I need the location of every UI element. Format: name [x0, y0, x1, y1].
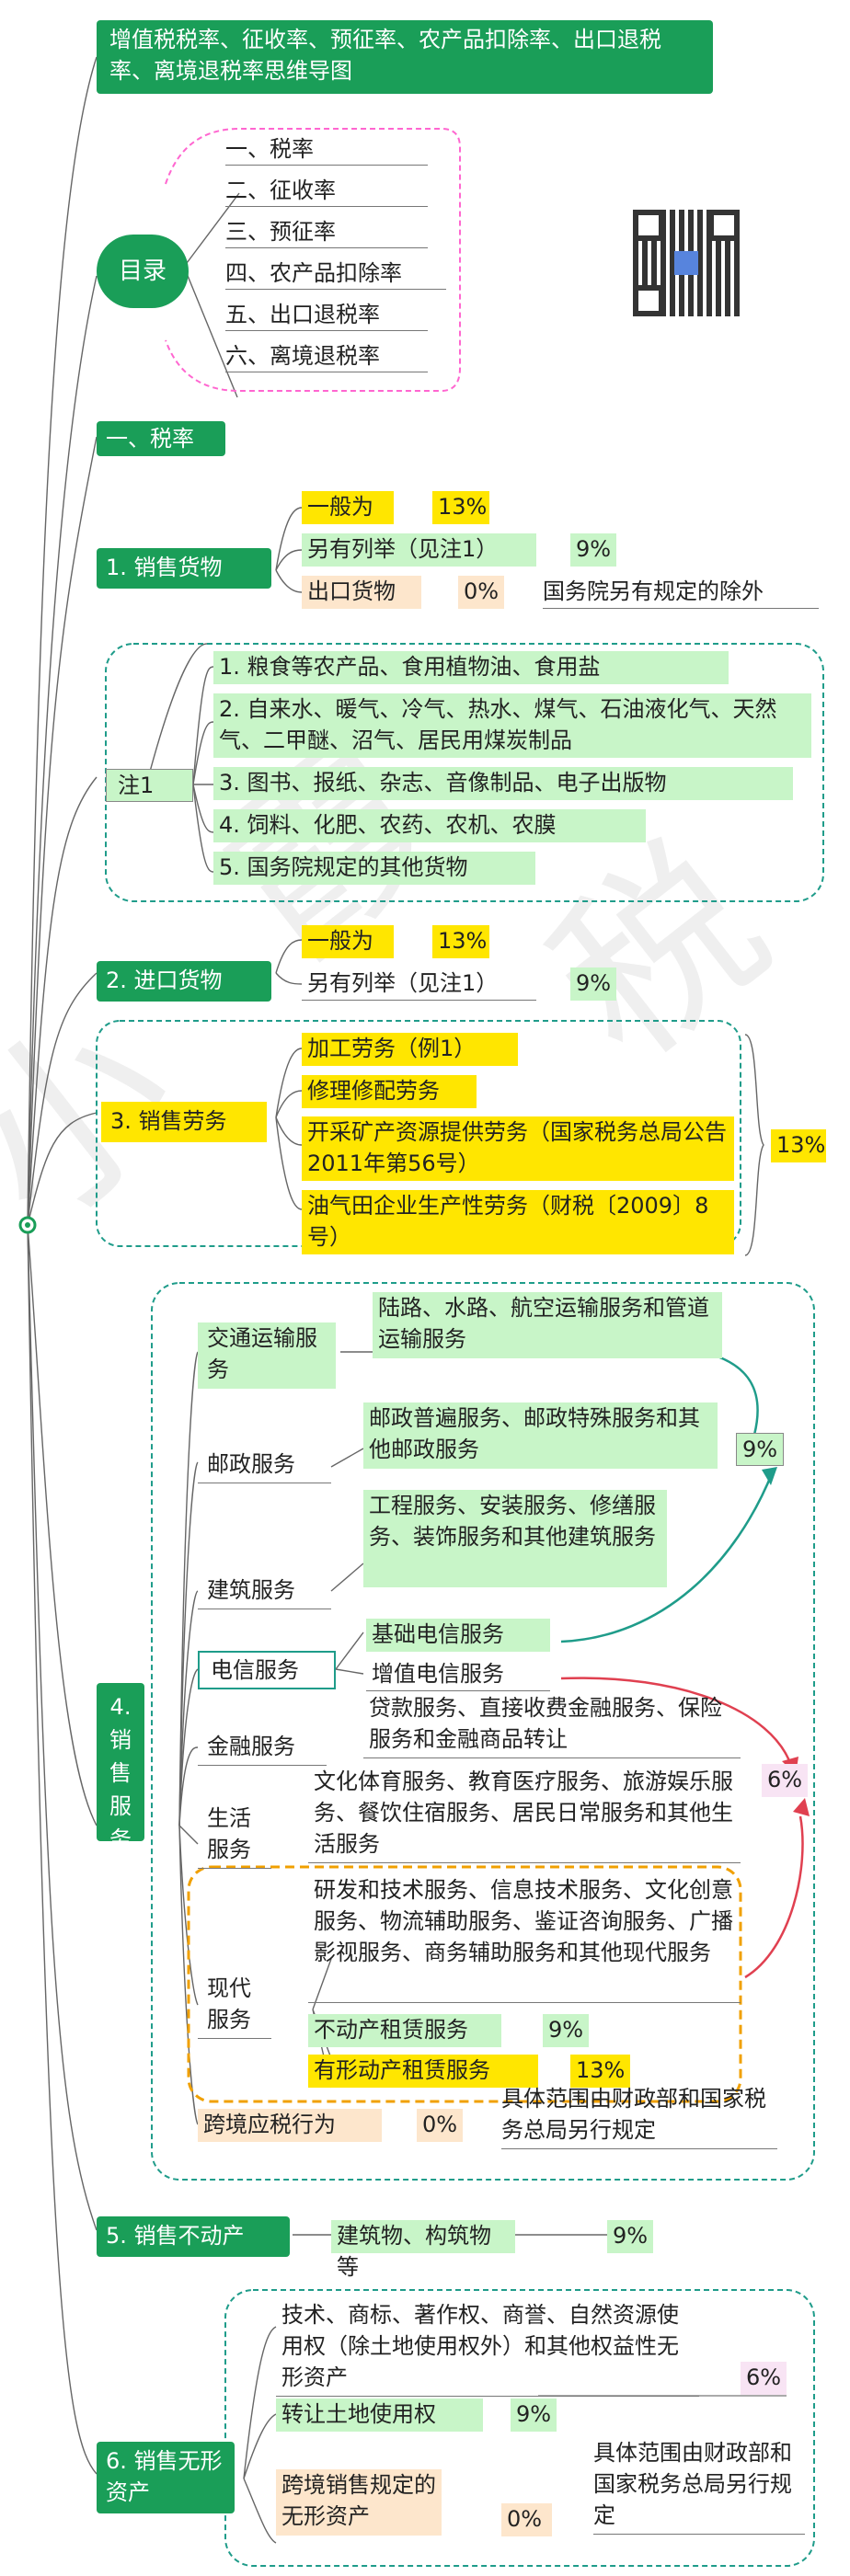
import-other-rate: 9%	[570, 967, 616, 1001]
toc-item[interactable]: 四、农产品扣除率	[225, 258, 446, 290]
services-label: 4. 销售服务	[109, 1694, 132, 1852]
services-node[interactable]: 4. 销售服务	[97, 1683, 144, 1852]
toc-node[interactable]: 目录	[97, 235, 189, 308]
modern-label[interactable]: 现代服务	[198, 1973, 271, 2039]
transport-label[interactable]: 交通运输服务	[198, 1322, 336, 1389]
note1-item: 5. 国务院规定的其他货物	[213, 852, 535, 885]
toc-item[interactable]: 六、离境退税率	[225, 340, 428, 372]
note1-item: 4. 饲料、化肥、农药、农机、农膜	[213, 809, 646, 842]
goods-export-note: 国务院另有规定的除外	[543, 576, 819, 609]
toc-item[interactable]: 二、征收率	[225, 175, 428, 207]
construction-label[interactable]: 建筑服务	[198, 1574, 331, 1609]
goods-general-rate: 13%	[432, 491, 489, 524]
goods-other-label: 另有列举（见注1）	[302, 533, 536, 567]
note1-label[interactable]: 注1	[106, 769, 193, 802]
labor-item: 修理修配劳务	[302, 1075, 477, 1108]
land-use-rate: 9%	[511, 2399, 557, 2432]
tangible-lease-rate: 13%	[570, 2055, 630, 2088]
realestate-lease-label: 不动产租赁服务	[308, 2014, 501, 2047]
intangible-cross-label: 跨境销售规定的无形资产	[276, 2469, 442, 2536]
land-use-label: 转让土地使用权	[276, 2399, 483, 2432]
telecom-label[interactable]: 电信服务	[198, 1651, 336, 1689]
labor-item: 加工劳务（例1）	[302, 1033, 518, 1066]
services-cross-label: 跨境应税行为	[198, 2109, 382, 2142]
life-desc: 文化体育服务、教育医疗服务、旅游娱乐服务、餐饮住宿服务、居民日常服务和其他生活服…	[308, 1766, 741, 1863]
realestate-desc: 建筑物、构筑物等	[331, 2220, 515, 2280]
postal-label[interactable]: 邮政服务	[198, 1448, 331, 1483]
intangible-rate-6: 6%	[741, 2362, 787, 2395]
rate-9-services: 9%	[736, 1433, 784, 1466]
toc-item[interactable]: 一、税率	[225, 133, 428, 166]
rate-6-services: 6%	[762, 1764, 808, 1797]
labor-item: 开采矿产资源提供劳务（国家税务总局公告2011年第56号）	[302, 1116, 734, 1181]
services-cross-note: 具体范围由财政部和国家税务总局另行规定	[501, 2083, 777, 2149]
labor-rate: 13%	[771, 1129, 826, 1162]
toc-label: 目录	[118, 258, 167, 285]
intangible-desc: 技术、商标、著作权、商誉、自然资源使用权（除土地使用权外）和其他权益性无形资产	[276, 2299, 699, 2397]
note1-item: 1. 粮食等农产品、食用植物油、食用盐	[213, 651, 729, 684]
goods-node[interactable]: 1. 销售货物	[97, 548, 271, 589]
import-other-label: 另有列举（见注1）	[302, 967, 536, 1001]
finance-desc: 贷款服务、直接收费金融服务、保险服务和金融商品转让	[363, 1692, 741, 1758]
qr-code	[633, 210, 740, 316]
realestate-lease-rate: 9%	[543, 2014, 589, 2047]
finance-label[interactable]: 金融服务	[198, 1731, 327, 1766]
section-tax-rate[interactable]: 一、税率	[97, 421, 225, 456]
telecom-basic: 基础电信服务	[366, 1619, 550, 1652]
intangible-cross-rate: 0%	[501, 2503, 552, 2536]
construction-desc: 工程服务、安装服务、修缮服务、装饰服务和其他建筑服务	[363, 1490, 667, 1587]
goods-general-label: 一般为	[302, 491, 394, 524]
import-general-label: 一般为	[302, 925, 394, 958]
toc-item[interactable]: 五、出口退税率	[225, 299, 428, 331]
life-label[interactable]: 生活服务	[198, 1803, 271, 1869]
note1-item: 2. 自来水、暖气、冷气、热水、煤气、石油液化气、天然气、二甲醚、沼气、居民用煤…	[213, 693, 811, 758]
telecom-value: 增值电信服务	[366, 1658, 550, 1691]
goods-export-label: 出口货物	[302, 576, 421, 609]
realestate-rate: 9%	[607, 2220, 653, 2253]
note1-item: 3. 图书、报纸、杂志、音像制品、电子出版物	[213, 767, 793, 800]
page-title: 增值税税率、征收率、预征率、农产品扣除率、出口退税率、离境退税率思维导图	[97, 20, 713, 94]
transport-desc: 陆路、水路、航空运输服务和管道运输服务	[373, 1292, 722, 1358]
import-general-rate: 13%	[432, 925, 489, 958]
realestate-node[interactable]: 5. 销售不动产	[97, 2216, 290, 2257]
postal-desc: 邮政普遍服务、邮政特殊服务和其他邮政服务	[363, 1402, 718, 1469]
toc-item[interactable]: 三、预征率	[225, 216, 428, 248]
services-cross-rate: 0%	[417, 2109, 463, 2142]
intangible-node[interactable]: 6. 销售无形资产	[97, 2442, 235, 2513]
labor-item: 油气田企业生产性劳务（财税〔2009〕8号）	[302, 1190, 734, 1254]
tangible-lease-label: 有形动产租赁服务	[308, 2055, 538, 2088]
labor-node[interactable]: 3. 销售劳务	[101, 1102, 267, 1142]
goods-other-rate: 9%	[570, 533, 616, 567]
import-node[interactable]: 2. 进口货物	[97, 961, 271, 1002]
intangible-cross-note: 具体范围由财政部和国家税务总局另行规定	[593, 2437, 805, 2535]
goods-export-rate: 0%	[458, 576, 504, 609]
modern-desc: 研发和技术服务、信息技术服务、文化创意服务、物流辅助服务、鉴证咨询服务、广播影视…	[308, 1874, 741, 2003]
